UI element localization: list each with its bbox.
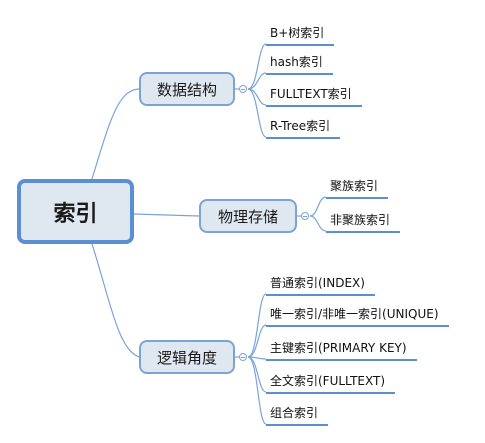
branch-label: 物理存储 (217, 207, 278, 226)
leaf-node[interactable]: 唯一索引/非唯一索引(UNIQUE) (266, 307, 449, 327)
leaf-label: B+树索引 (270, 26, 325, 40)
branch-node-logical-view[interactable]: 逻辑角度 (139, 340, 235, 374)
leaf-label: FULLTEXT索引 (270, 87, 352, 101)
leaf-node[interactable]: 组合索引 (266, 406, 329, 426)
leaf-label: 聚族索引 (330, 179, 379, 193)
collapse-toggle-icon[interactable] (239, 353, 247, 361)
branch-label: 数据结构 (156, 80, 217, 99)
leaf-label: 组合索引 (270, 406, 319, 420)
branch-node-data-structure[interactable]: 数据结构 (139, 72, 235, 106)
root-node[interactable]: 索引 (17, 179, 134, 244)
leaf-node[interactable]: 普通索引(INDEX) (266, 276, 375, 296)
leaf-label: 主键索引(PRIMARY KEY) (270, 341, 407, 355)
leaf-node[interactable]: R-Tree索引 (266, 119, 341, 139)
leaf-node[interactable]: B+树索引 (266, 26, 335, 46)
branch-label: 逻辑角度 (156, 348, 217, 367)
leaf-label: 全文索引(FULLTEXT) (270, 374, 386, 388)
leaf-node[interactable]: FULLTEXT索引 (266, 87, 362, 107)
leaf-node[interactable]: 非聚族索引 (326, 213, 401, 233)
leaf-node[interactable]: 主键索引(PRIMARY KEY) (266, 341, 417, 361)
root-label: 索引 (53, 201, 98, 227)
leaf-label: 唯一索引/非唯一索引(UNIQUE) (270, 307, 439, 321)
collapse-toggle-icon[interactable] (301, 212, 309, 220)
leaf-label: R-Tree索引 (270, 119, 331, 133)
leaf-label: 非聚族索引 (330, 213, 391, 227)
leaf-label: hash索引 (270, 55, 323, 69)
leaf-node[interactable]: hash索引 (266, 55, 333, 75)
leaf-node[interactable]: 聚族索引 (326, 179, 389, 199)
branch-node-physical-storage[interactable]: 物理存储 (199, 199, 297, 233)
collapse-toggle-icon[interactable] (239, 85, 247, 93)
leaf-node[interactable]: 全文索引(FULLTEXT) (266, 374, 396, 394)
leaf-label: 普通索引(INDEX) (270, 276, 365, 290)
